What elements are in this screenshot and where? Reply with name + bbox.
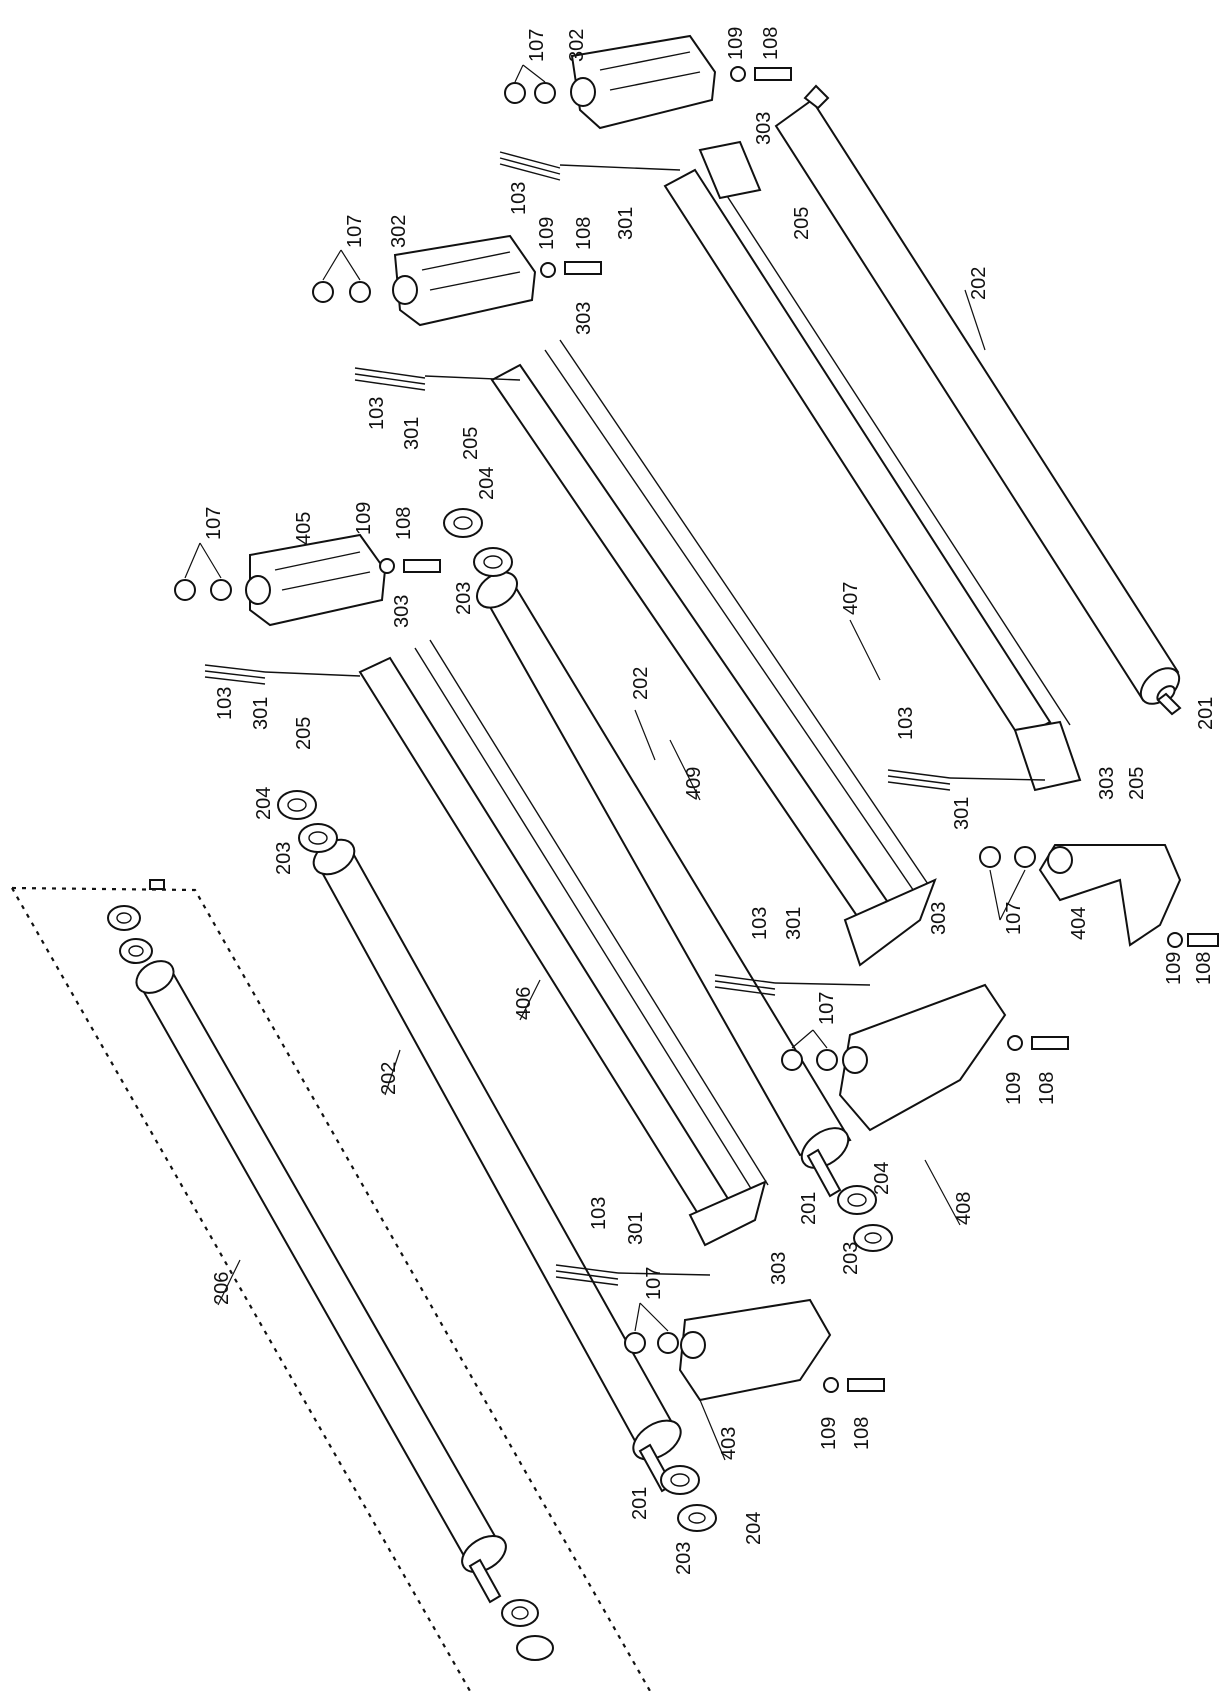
block-408 (838, 983, 1007, 1132)
callout-202-mid: 202 (630, 667, 652, 700)
hardware-group-403 (624, 1332, 885, 1393)
callout-109-mid: 109 (536, 217, 558, 250)
hardware-group-408 (781, 1035, 1069, 1071)
callout-107-top: 107 (526, 29, 548, 62)
callout-103-a: 103 (508, 182, 530, 215)
spring-103-a (499, 151, 681, 181)
callout-408: 408 (953, 1192, 975, 1225)
callout-203-d: 203 (673, 1542, 695, 1575)
callout-301-e: 301 (783, 907, 805, 940)
callout-206: 206 (211, 1272, 233, 1305)
callout-205-d: 205 (1126, 767, 1148, 800)
callout-107-406: 107 (1003, 902, 1025, 935)
callout-108-mid: 108 (573, 217, 595, 250)
callout-109-408: 109 (1003, 1072, 1025, 1105)
callout-204-a: 204 (476, 467, 498, 500)
frame-404 (358, 639, 769, 1247)
callout-302-mid: 302 (388, 215, 410, 248)
block-406 (1038, 844, 1182, 947)
spring-103-b (354, 367, 521, 391)
callout-109-top: 109 (725, 27, 747, 60)
leader-lines (184, 64, 1026, 1461)
callout-303-c: 303 (391, 595, 413, 628)
callout-303-e: 303 (928, 902, 950, 935)
bracket-302-middle (392, 234, 537, 327)
spring-103-e (714, 974, 871, 996)
callout-205-a: 205 (791, 207, 813, 240)
callout-303-a: 303 (753, 112, 775, 145)
callout-201-right: 201 (1195, 697, 1217, 730)
callout-301-a: 301 (615, 207, 637, 240)
callout-201-left: 201 (629, 1487, 651, 1520)
callout-203-b: 203 (273, 842, 295, 875)
callout-301-b: 301 (401, 417, 423, 450)
callout-109-406: 109 (1163, 952, 1185, 985)
callout-204-d: 204 (743, 1512, 765, 1545)
callout-303-d: 303 (1096, 767, 1118, 800)
callout-203-a: 203 (453, 582, 475, 615)
callout-405: 405 (293, 512, 315, 545)
callout-205-c: 205 (293, 717, 315, 750)
callout-403: 403 (718, 1427, 740, 1460)
callout-406: 404 (1068, 907, 1090, 940)
callout-404: 406 (513, 987, 535, 1020)
callout-407: 407 (840, 582, 862, 615)
frame-409 (490, 339, 937, 967)
roller-202-left (312, 838, 682, 1493)
spring-103-c (204, 664, 361, 685)
callout-107-408: 107 (816, 992, 838, 1025)
frame-407 (663, 140, 1082, 792)
callout-103-e: 103 (749, 907, 771, 940)
hardware-group-mid (312, 261, 602, 303)
hardware-group-406 (979, 846, 1219, 948)
callout-109-405: 109 (353, 502, 375, 535)
callout-205-b: 205 (460, 427, 482, 460)
callout-108-top: 108 (760, 27, 782, 60)
bracket-405 (245, 533, 387, 627)
block-403 (678, 1298, 832, 1402)
spring-103-f (555, 1264, 711, 1286)
callout-108-408: 108 (1036, 1072, 1058, 1105)
callout-103-d: 103 (895, 707, 917, 740)
callout-202-right: 202 (968, 267, 990, 300)
roller-206 (107, 879, 554, 1661)
callout-301-c: 301 (250, 697, 272, 730)
callout-103-b: 103 (366, 397, 388, 430)
spring-103-d (887, 769, 1046, 791)
callout-103-c: 103 (214, 687, 236, 720)
callout-108-406: 108 (1193, 952, 1215, 985)
callout-107-405: 107 (203, 507, 225, 540)
optional-roller-206-outline (11, 886, 651, 1691)
callout-108-403: 108 (851, 1417, 873, 1450)
callout-204-b: 204 (253, 787, 275, 820)
roller-202-middle (476, 571, 852, 1198)
callout-204-c: 204 (871, 1162, 893, 1195)
callout-107-mid: 107 (344, 215, 366, 248)
callout-108-405: 108 (393, 507, 415, 540)
callout-301-f: 301 (625, 1212, 647, 1245)
callout-103-f: 103 (588, 1197, 610, 1230)
callout-303-f: 303 (768, 1252, 790, 1285)
callout-301-d: 301 (951, 797, 973, 830)
hardware-group-405 (174, 558, 441, 601)
callout-109-403: 109 (818, 1417, 840, 1450)
hardware-group-top (504, 66, 792, 104)
callout-303-b: 303 (573, 302, 595, 335)
callout-201-mid: 201 (798, 1192, 820, 1225)
roller-202-right (774, 84, 1182, 716)
bracket-302-top (570, 34, 717, 130)
callout-302-top: 302 (566, 29, 588, 62)
callout-107-403-a: 107 (643, 1267, 665, 1300)
callout-409: 409 (683, 767, 705, 800)
callout-202-left: 202 (378, 1062, 400, 1095)
bearings (277, 508, 893, 1532)
callout-203-c: 203 (840, 1242, 862, 1275)
